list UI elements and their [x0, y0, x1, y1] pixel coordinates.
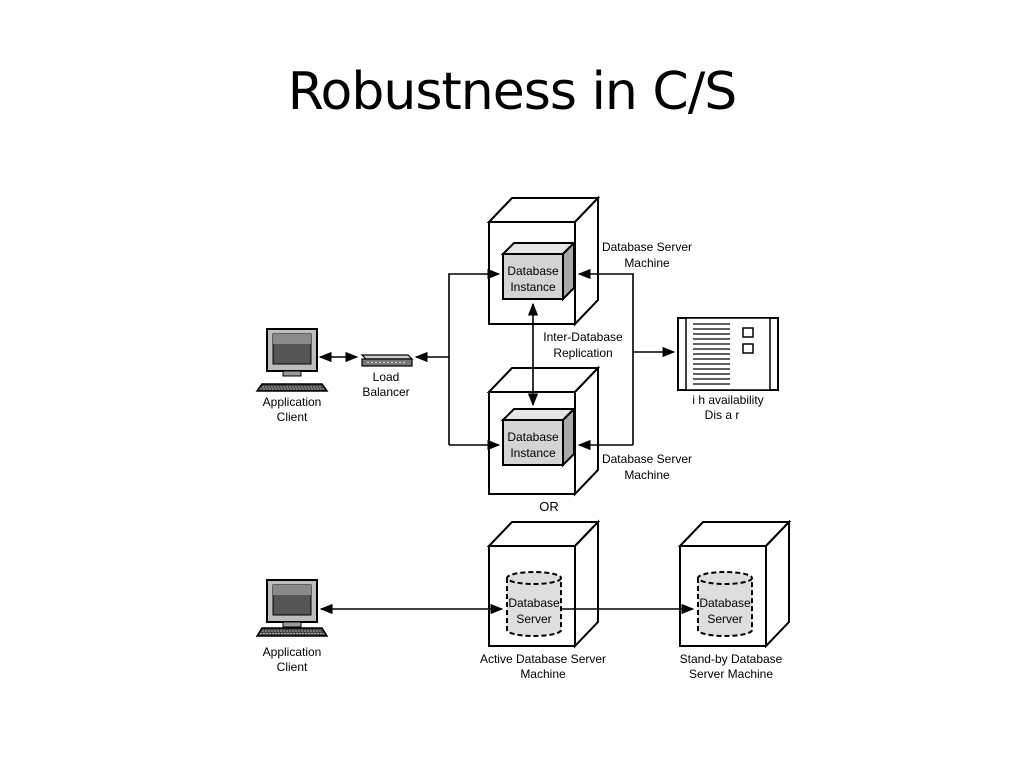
application-client-top: Application Client — [255, 328, 329, 424]
active-database-server: Database Server — [506, 571, 562, 637]
computer-icon — [255, 579, 329, 637]
server-label-line1: Database Server — [602, 240, 692, 254]
client-label-line2: Client — [277, 660, 308, 674]
storage-label-line2: Dis a r — [705, 408, 740, 422]
storage-label-line1: i h availability — [692, 393, 763, 407]
database-cylinder-icon — [506, 571, 562, 637]
client-label-line1: Application — [263, 395, 322, 409]
or-separator: OR — [539, 499, 559, 514]
computer-icon — [255, 328, 329, 392]
disk-array-icon — [677, 317, 779, 391]
database-instance-icon — [500, 240, 577, 302]
instance-label-line2: Instance — [510, 446, 556, 460]
load-balancer-label-line2: Balancer — [362, 385, 409, 399]
database-instance-lower: Database Instance — [500, 406, 577, 468]
instance-label-line1: Database — [507, 264, 559, 278]
server-label-line2: Machine — [624, 256, 670, 270]
load-balancer-icon — [360, 354, 414, 367]
replication-label-line2: Replication — [553, 346, 612, 360]
keyboard-icon — [255, 627, 329, 637]
standby-server-machine: Database Server Stand-by Database Server… — [677, 519, 792, 681]
db-label-line1: Database — [508, 596, 560, 610]
database-instance-upper: Database Instance — [500, 240, 577, 302]
active-server-label-line1: Active Database Server — [480, 652, 606, 666]
server-label-line1: Database Server — [602, 452, 692, 466]
standby-server-label-line1: Stand-by Database — [680, 652, 783, 666]
db-label-line1: Database — [699, 596, 751, 610]
top-connectors — [318, 268, 676, 451]
server-label-line2: Machine — [624, 468, 670, 482]
keyboard-icon — [255, 383, 329, 392]
client-label-line2: Client — [277, 410, 308, 424]
db-label-line2: Server — [707, 612, 742, 626]
active-server-label-line2: Machine — [520, 667, 566, 681]
database-cylinder-icon — [697, 571, 753, 637]
instance-label-line1: Database — [507, 430, 559, 444]
application-client-bottom: Application Client — [255, 579, 329, 674]
server-machine-lower: Database Instance Database Server Machin… — [486, 365, 692, 497]
database-instance-icon — [500, 406, 577, 468]
storage-upper-arrow — [577, 268, 634, 445]
load-balancer-label-line1: Load — [373, 370, 400, 384]
high-availability-disk-array: i h availability Dis a r — [677, 317, 779, 422]
replication-label-line1: Inter-Database — [543, 330, 623, 344]
slide-title: Robustness in C/S — [287, 62, 738, 122]
standby-database-server: Database Server — [697, 571, 753, 637]
active-server-machine: Database Server Active Database Server M… — [480, 519, 606, 681]
instance-label-line2: Instance — [510, 280, 556, 294]
load-balancer: Load Balancer — [360, 354, 414, 399]
server-machine-upper: Database Instance Database Server Machin… — [486, 195, 692, 327]
standby-server-label-line2: Server Machine — [689, 667, 773, 681]
balancer-upper-arrow — [448, 268, 501, 445]
client-label-line1: Application — [263, 645, 322, 659]
db-label-line2: Server — [516, 612, 551, 626]
